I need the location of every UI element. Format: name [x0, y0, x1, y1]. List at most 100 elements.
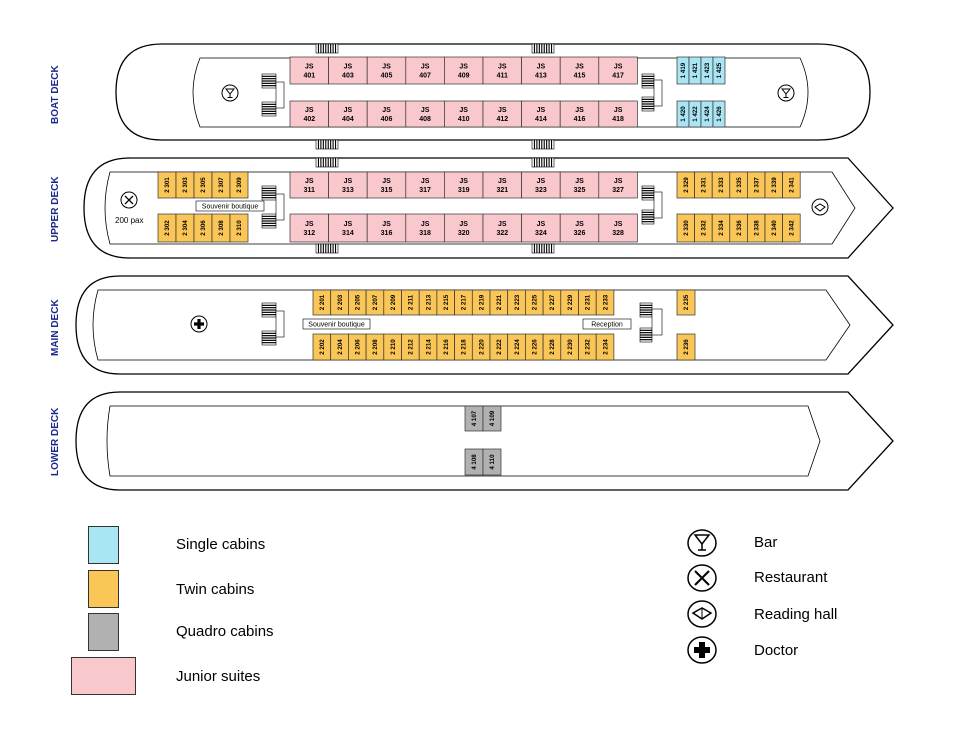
twin-cabin[interactable]: 2 211 — [401, 289, 420, 316]
twin-cabin[interactable]: 2 338 — [747, 213, 766, 243]
twin-cabin[interactable]: 2 208 — [365, 333, 385, 361]
twin-cabin[interactable]: 2 201 — [312, 289, 332, 316]
twin-cabin[interactable]: 2 236 — [676, 333, 696, 361]
twin-cabin[interactable]: 2 341 — [782, 171, 801, 199]
twin-cabin[interactable]: 2 215 — [436, 289, 455, 316]
twin-cabin[interactable]: 2 213 — [418, 289, 438, 316]
twin-cabin[interactable]: 2 218 — [454, 333, 473, 361]
twin-cabin[interactable]: 2 214 — [418, 333, 438, 361]
twin-cabin[interactable]: 2 334 — [711, 213, 731, 243]
twin-cabin[interactable]: 2 235 — [676, 289, 696, 316]
twin-cabin[interactable]: 2 302 — [157, 213, 177, 243]
twin-cabin[interactable]: 2 339 — [764, 171, 783, 199]
quadro-cabin[interactable]: 4 109 — [482, 405, 502, 432]
twin-cabin[interactable]: 2 228 — [542, 333, 562, 361]
twin-cabin[interactable]: 2 204 — [330, 333, 349, 361]
twin-cabin[interactable]: 2 332 — [694, 213, 713, 243]
twin-cabin[interactable]: 2 305 — [193, 171, 213, 199]
twin-cabin[interactable]: 2 207 — [365, 289, 385, 316]
twin-cabin[interactable]: 2 227 — [542, 289, 562, 316]
twin-cabin[interactable]: 2 233 — [595, 289, 615, 316]
twin-cabin[interactable]: 2 217 — [454, 289, 473, 316]
single-cabin[interactable]: 1 423 — [700, 56, 714, 85]
twin-cabin[interactable]: 2 310 — [229, 213, 249, 243]
twin-cabin[interactable]: 2 308 — [211, 213, 231, 243]
twin-cabin[interactable]: 2 202 — [312, 333, 332, 361]
twin-cabin[interactable]: 2 301 — [157, 171, 177, 199]
twin-cabin[interactable]: 2 309 — [229, 171, 249, 199]
twin-cabin[interactable]: 2 221 — [489, 289, 509, 316]
twin-cabin[interactable]: 2 203 — [330, 289, 349, 316]
quadro-cabin[interactable]: 4 108 — [464, 448, 484, 476]
twin-cabin[interactable]: 2 206 — [348, 333, 367, 361]
twin-cabin[interactable]: 2 223 — [507, 289, 526, 316]
quadro-cabin[interactable]: 4 110 — [482, 448, 502, 476]
twin-cabin[interactable]: 2 331 — [694, 171, 713, 199]
twin-cabin[interactable]: 2 304 — [175, 213, 195, 243]
twin-cabin[interactable]: 2 205 — [348, 289, 367, 316]
single-cabin[interactable]: 1 425 — [712, 56, 726, 85]
twin-cabin[interactable]: 2 216 — [436, 333, 455, 361]
twin-cabin[interactable]: 2 209 — [383, 289, 402, 316]
single-cabin[interactable]: 1 424 — [700, 100, 714, 128]
twin-cabin[interactable]: 2 232 — [578, 333, 597, 361]
twin-cabin[interactable]: 2 329 — [676, 171, 695, 199]
twin-cabin[interactable]: 2 219 — [471, 289, 491, 316]
twin-cabin[interactable]: 2 234 — [595, 333, 615, 361]
twin-cabin[interactable]: 2 335 — [729, 171, 748, 199]
twin-cabin[interactable]: 2 303 — [175, 171, 195, 199]
twin-cabin[interactable]: 2 210 — [383, 333, 402, 361]
twin-cabin[interactable]: 2 333 — [711, 171, 731, 199]
single-cabin[interactable]: 1 420 — [676, 100, 690, 128]
twin-cabin[interactable]: 2 229 — [560, 289, 579, 316]
twin-cabin[interactable]: 2 224 — [507, 333, 526, 361]
twin-cabin[interactable]: 2 230 — [560, 333, 579, 361]
twin-cabin[interactable]: 2 337 — [747, 171, 766, 199]
twin-cabin[interactable]: 2 340 — [764, 213, 783, 243]
quadro-cabin[interactable]: 4 107 — [464, 405, 484, 432]
single-cabin[interactable]: 1 419 — [676, 56, 690, 85]
single-cabin[interactable]: 1 422 — [688, 100, 702, 128]
twin-cabin[interactable]: 2 225 — [525, 289, 544, 316]
single-cabin[interactable]: 1 426 — [712, 100, 726, 128]
twin-cabin[interactable]: 2 306 — [193, 213, 213, 243]
twin-cabin[interactable]: 2 336 — [729, 213, 748, 243]
twin-cabin[interactable]: 2 330 — [676, 213, 695, 243]
